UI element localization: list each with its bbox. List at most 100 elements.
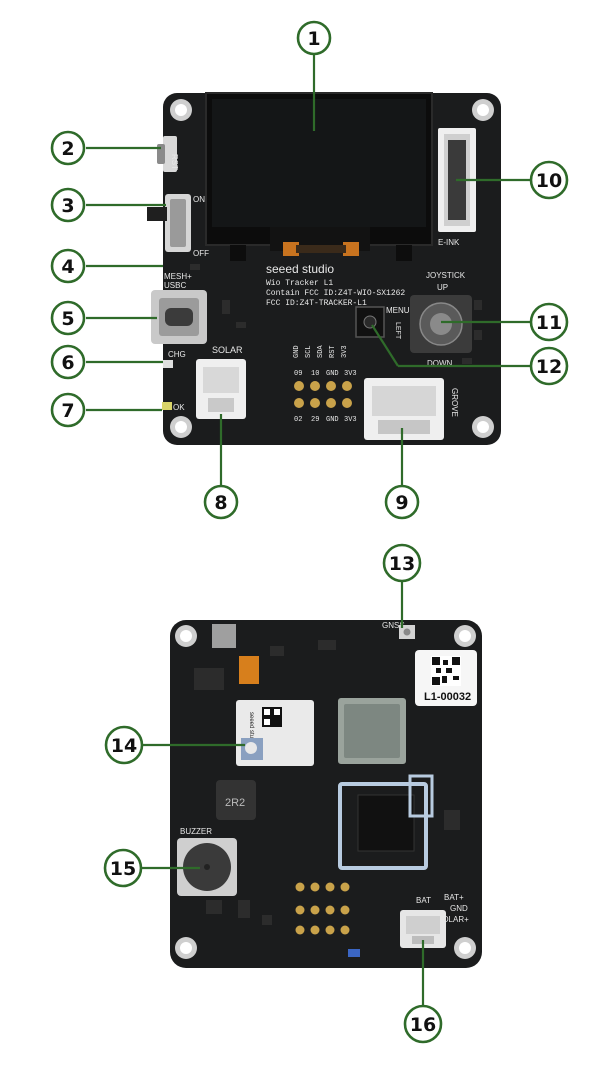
- model-label: Wio Tracker L1: [266, 279, 333, 288]
- callout-14: 14: [104, 725, 144, 765]
- solar-label: SOLAR: [212, 345, 243, 355]
- callout-3: 3: [50, 187, 86, 223]
- pin-top-scl: SCL: [305, 345, 313, 358]
- svg-text:1: 1: [307, 28, 320, 50]
- svg-text:4: 4: [61, 256, 74, 278]
- top-board: RST ON OFF MESH+ USBC CHG OK: [147, 92, 501, 445]
- svg-text:5: 5: [61, 308, 74, 330]
- svg-text:10: 10: [536, 170, 562, 192]
- bottom-top-parts: [194, 624, 336, 690]
- ok-label: OK: [173, 403, 185, 412]
- usb-c-port: [151, 290, 207, 344]
- bottom-board: GNSS L1-00032 seeed studio: [170, 620, 482, 968]
- callout-15: 15: [103, 848, 143, 888]
- off-label: OFF: [193, 249, 209, 258]
- callout-10: 10: [529, 160, 569, 200]
- top-smd-parts: [190, 264, 482, 364]
- bat-label: BAT: [416, 896, 431, 905]
- svg-text:15: 15: [110, 858, 136, 880]
- gnd-label: GND: [450, 904, 468, 913]
- usbc-label: USBC: [164, 281, 186, 290]
- pin-row1-09: 09: [294, 370, 302, 378]
- contain-fcc-label: Contain FCC ID:Z4T-WIO-SX1262: [266, 289, 405, 298]
- menu-button: MENU: [355, 306, 410, 338]
- pin-header: GND SCL SDA RST 3V3 09 10 GND 3V3 02 29 …: [293, 345, 357, 424]
- power-switch: ON OFF: [147, 194, 209, 258]
- solar-plus-label: SOLAR+: [437, 915, 469, 924]
- callouts: 1 2 3 4 5 6 7 8 9 10 11 12 13 14 15 16: [50, 20, 569, 1044]
- gnss-connector: GNSS: [382, 621, 415, 639]
- inductor: 2R2: [216, 780, 256, 820]
- left-label: LEFT: [394, 322, 401, 340]
- lora-module: seeed studio: [236, 700, 314, 766]
- callout-2: 2: [50, 130, 86, 166]
- pin-row1-3v3: 3V3: [344, 370, 357, 378]
- callout-9: 9: [384, 484, 420, 520]
- oled-display: [205, 92, 433, 261]
- svg-text:6: 6: [61, 352, 74, 374]
- up-label: UP: [437, 283, 448, 292]
- serial-sticker: L1-00032: [415, 650, 477, 706]
- board-silkscreen: seeed studio Wio Tracker L1 Contain FCC …: [266, 262, 405, 308]
- svg-text:16: 16: [410, 1014, 436, 1036]
- svg-text:3: 3: [61, 195, 74, 217]
- pin-row1-gnd: GND: [326, 370, 339, 378]
- pin-pads: [294, 381, 352, 408]
- inductor-label: 2R2: [225, 797, 245, 809]
- svg-text:11: 11: [536, 312, 562, 334]
- callout-6: 6: [50, 344, 86, 380]
- serial-label: L1-00032: [424, 691, 471, 703]
- mcu-module: [338, 698, 406, 764]
- mounting-holes-bottom: [175, 625, 476, 959]
- grove-label: GROVE: [450, 388, 459, 417]
- gnss-label: GNSS: [382, 621, 405, 630]
- callout-13: 13: [382, 543, 422, 583]
- chg-label: CHG: [168, 350, 186, 359]
- pin-top-gnd: GND: [293, 345, 301, 358]
- bottom-pin-pads: [295, 882, 350, 935]
- buzzer: BUZZER: [177, 827, 237, 896]
- svg-text:12: 12: [536, 356, 562, 378]
- svg-text:8: 8: [214, 492, 227, 514]
- buzzer-label: BUZZER: [180, 827, 212, 836]
- mesh-label: MESH+: [164, 272, 192, 281]
- bat-plus-label: BAT+: [444, 893, 464, 902]
- joystick: JOYSTICK UP DOWN LEFT: [394, 271, 472, 368]
- callout-5: 5: [50, 300, 86, 336]
- leader-lines: [86, 53, 531, 1006]
- callout-4: 4: [50, 248, 86, 284]
- svg-text:9: 9: [395, 492, 408, 514]
- callout-1: 1: [296, 20, 332, 56]
- svg-text:13: 13: [389, 553, 415, 575]
- module-brand-label: seeed studio: [248, 712, 254, 747]
- grove-connector: GROVE: [364, 378, 459, 440]
- on-label: ON: [193, 195, 205, 204]
- ok-led: OK: [162, 402, 185, 412]
- callout-11: 11: [529, 302, 569, 342]
- qr-code: [431, 656, 461, 686]
- charge-led: CHG: [163, 350, 186, 368]
- joystick-label: JOYSTICK: [426, 271, 466, 280]
- pin-row2-gnd: GND: [326, 416, 339, 424]
- reset-button: RST: [157, 136, 179, 172]
- eink-connector: E-INK: [438, 128, 476, 247]
- pin-row1-10: 10: [311, 370, 319, 378]
- pin-top-rst: RST: [329, 345, 337, 358]
- fcc-label: FCC ID:Z4T-TRACKER-L1: [266, 299, 367, 308]
- callout-12: 12: [529, 346, 569, 386]
- rst-label: RST: [170, 154, 179, 170]
- callout-8: 8: [203, 484, 239, 520]
- pin-row2-29: 29: [311, 416, 319, 424]
- svg-text:2: 2: [61, 138, 74, 160]
- solar-connector: SOLAR: [196, 345, 246, 419]
- eink-label: E-INK: [438, 238, 460, 247]
- callout-7: 7: [50, 392, 86, 428]
- main-chip: [338, 774, 434, 870]
- callout-16: 16: [403, 1004, 443, 1044]
- pin-top-sda: SDA: [317, 345, 325, 358]
- mounting-holes-top: [170, 99, 494, 438]
- down-label: DOWN: [427, 359, 453, 368]
- pin-row2-3v3: 3V3: [344, 416, 357, 424]
- svg-text:7: 7: [61, 400, 74, 422]
